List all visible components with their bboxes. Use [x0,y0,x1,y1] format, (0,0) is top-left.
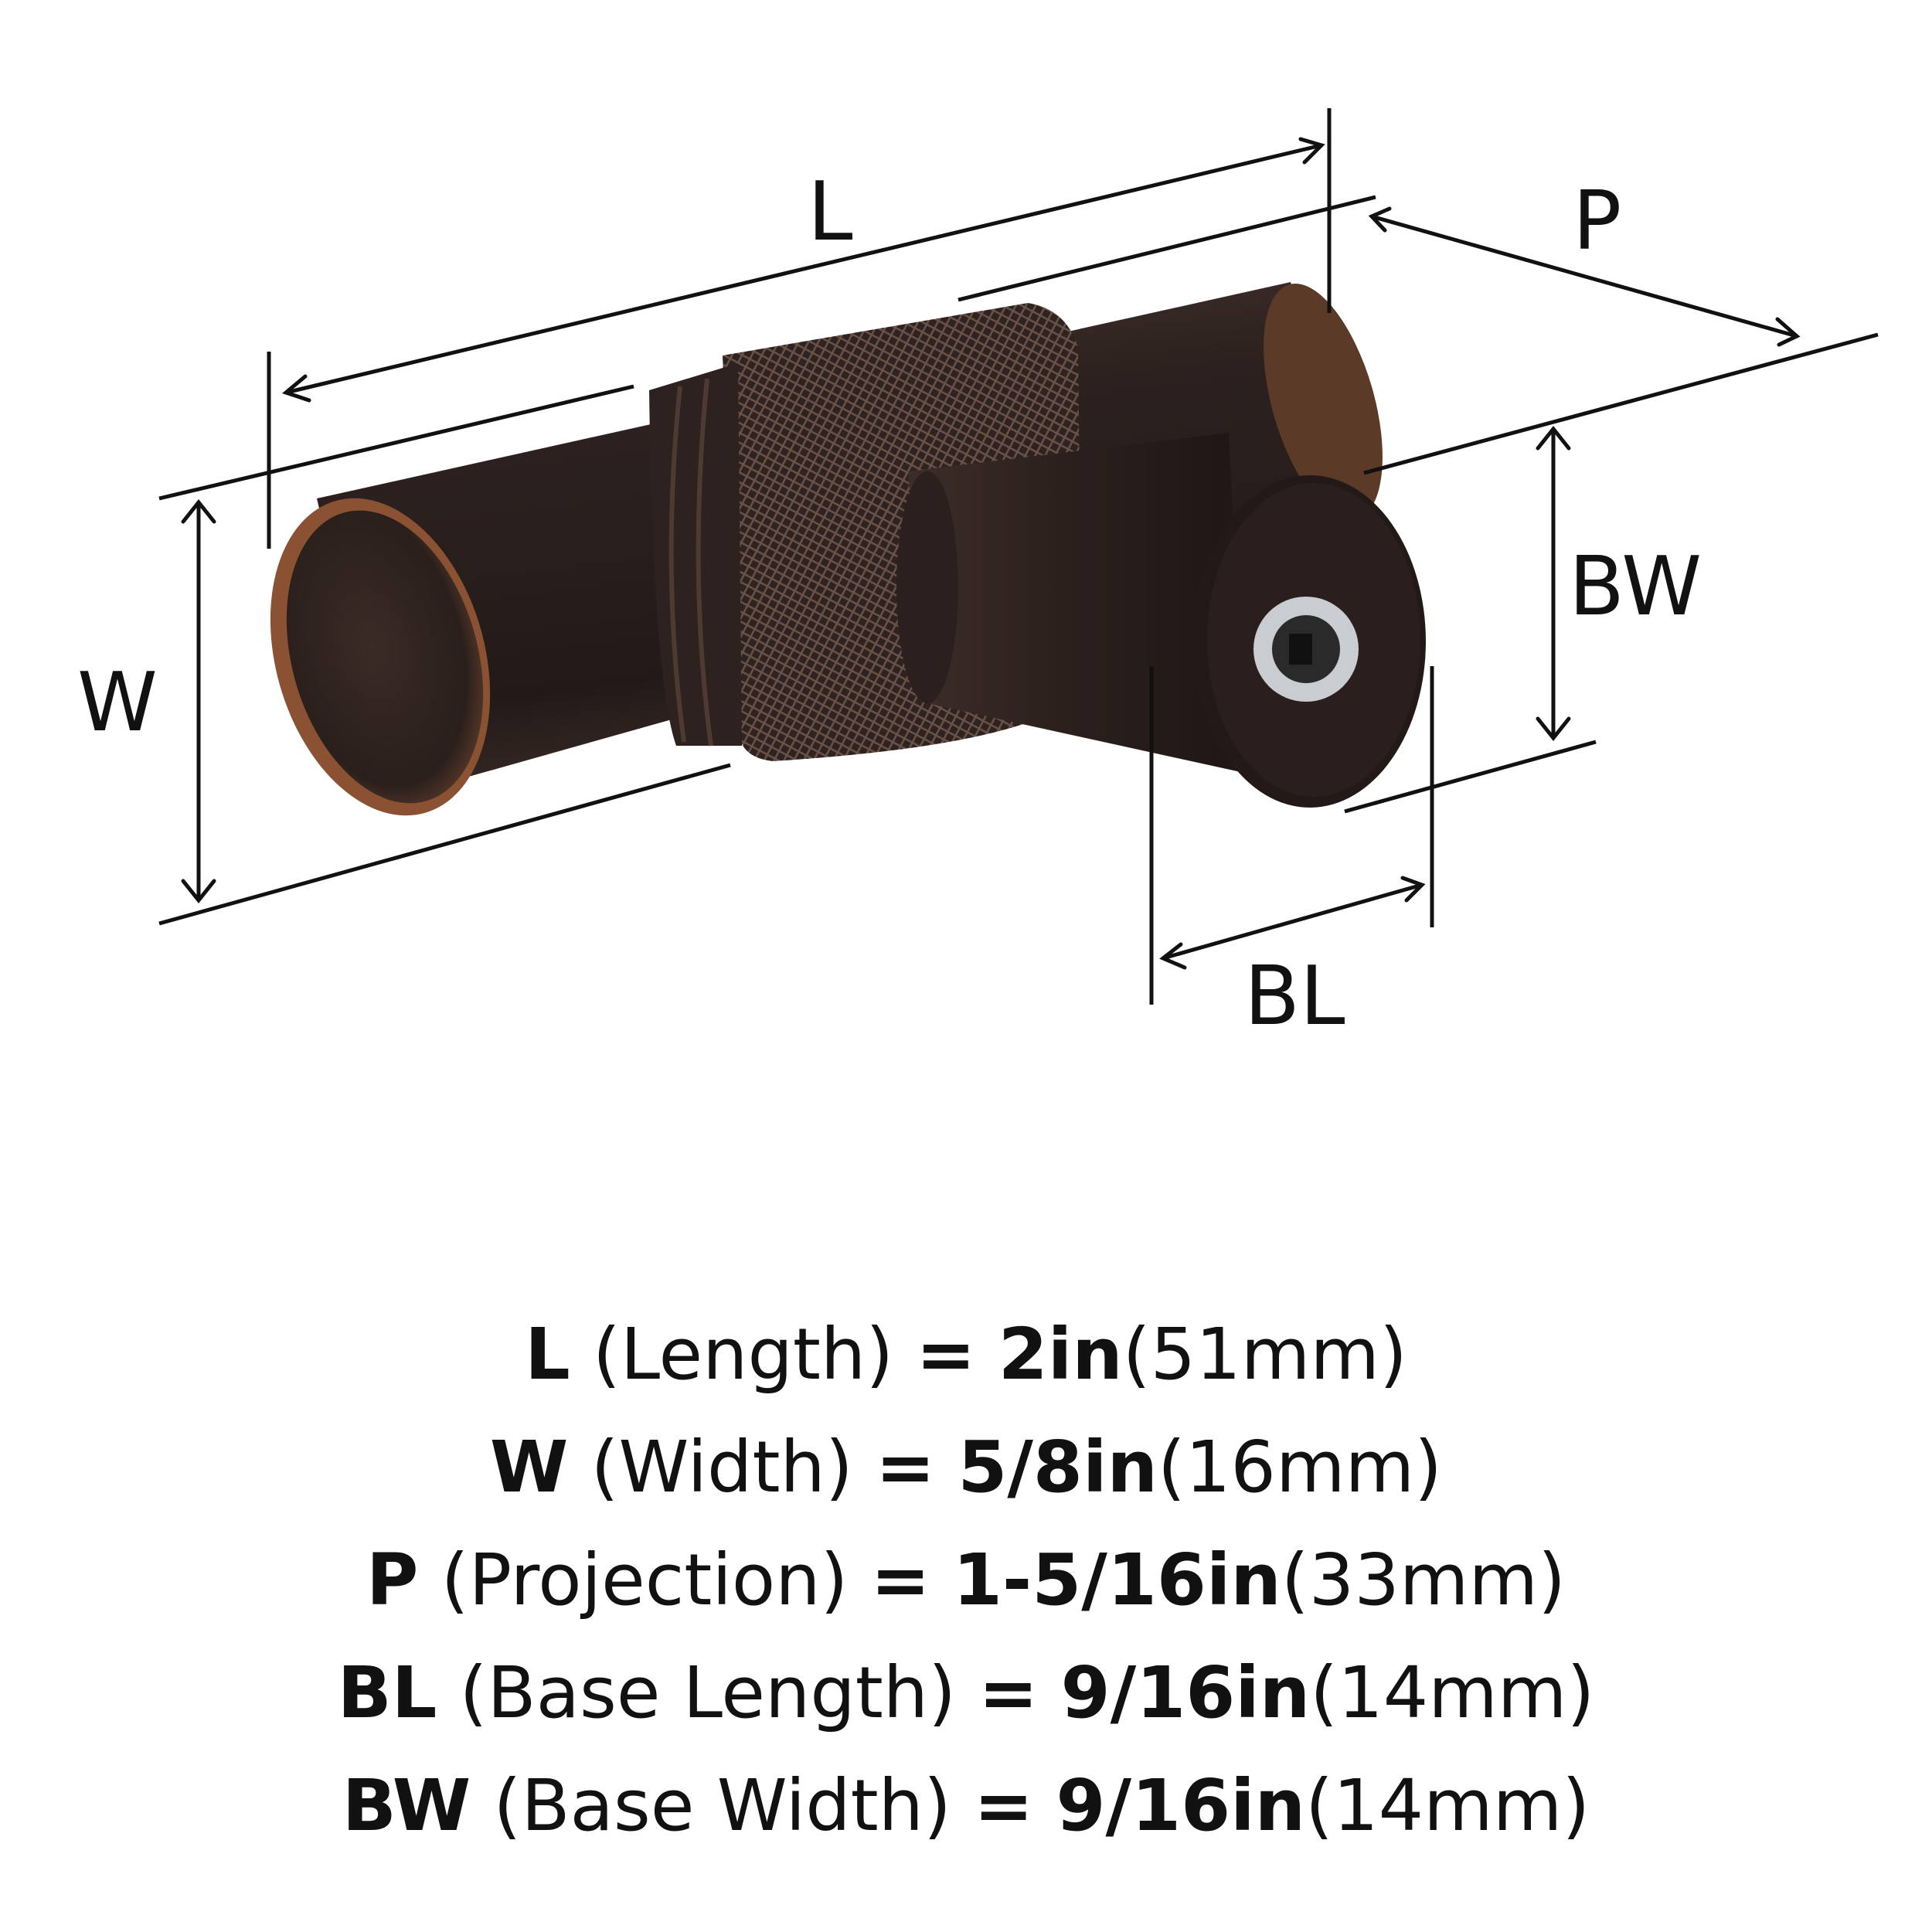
label-projection: P [1573,174,1621,268]
dimension-lines [158,108,1879,1005]
label-length: L [808,165,853,259]
label-base-length: BL [1244,949,1345,1043]
spec-width: W (Width) = 5/8in(16mm) [489,1426,1443,1509]
label-width: W [77,655,158,750]
dimension-diagram: L W P BW BL [77,108,1879,1043]
bar-right-cap [1264,284,1383,520]
spec-base-length: BL (Base Length) = 9/16in(14mm) [337,1651,1595,1734]
t-knob-product [270,282,1426,816]
spec-length: L (Length) = 2in(51mm) [525,1313,1407,1396]
mount-post [908,433,1244,773]
dimension-specs: L (Length) = 2in(51mm) W (Width) = 5/8in… [0,1298,1932,1862]
spec-base-width: BW (Base Width) = 9/16in(14mm) [342,1764,1590,1847]
label-base-width: BW [1569,539,1702,634]
spec-projection: P (Projection) = 1-5/16in(33mm) [366,1539,1566,1621]
arrowheads [181,137,1801,970]
